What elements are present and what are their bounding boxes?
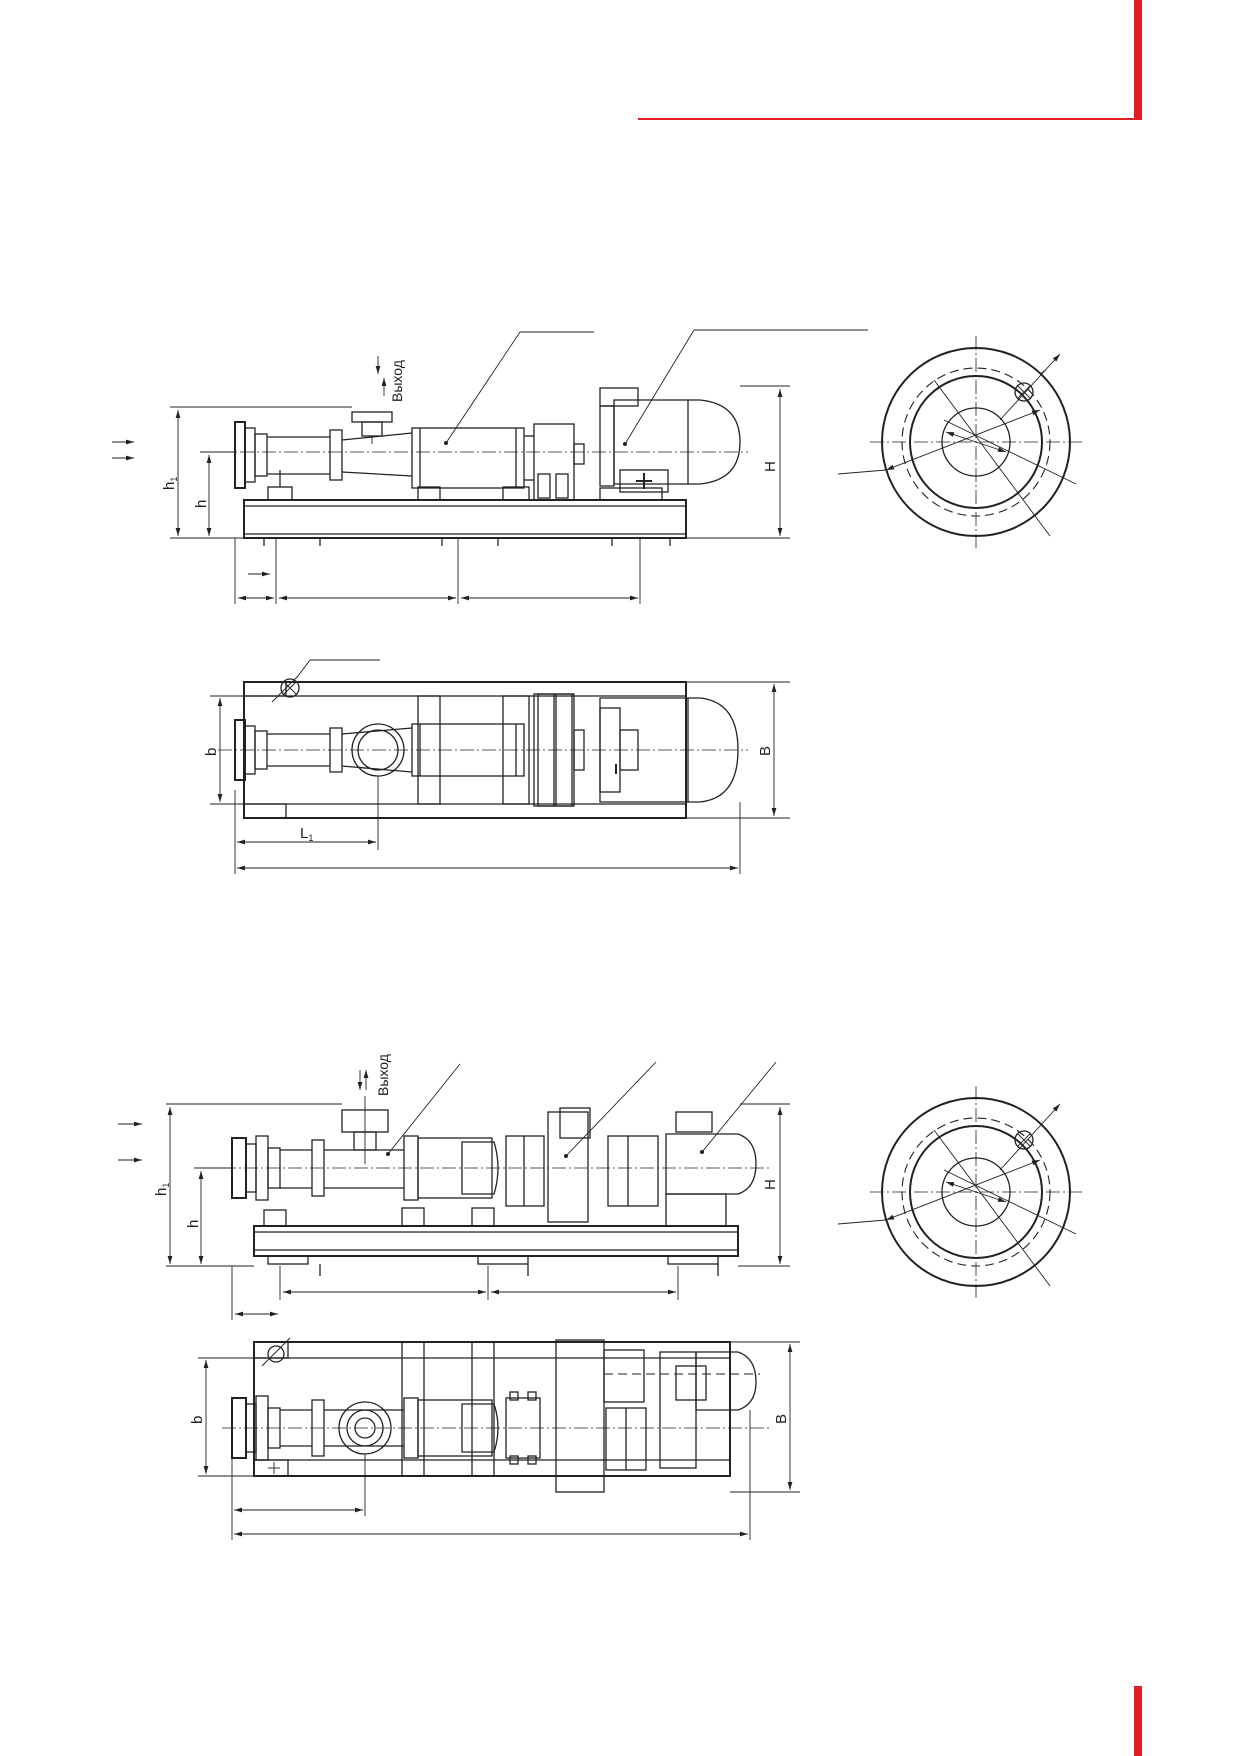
- dim-H-label-2: H: [762, 1179, 779, 1190]
- motor-2: [665, 1133, 757, 1195]
- dim-H-label-1: H: [762, 461, 779, 472]
- dim-L1-label-1: L1: [300, 825, 313, 843]
- accent-bar-bottom: [1134, 1686, 1142, 1756]
- anchor-bolt: [280, 678, 300, 698]
- dim-b-label-2: b: [189, 1416, 206, 1424]
- flange-detail-1: [837, 336, 1082, 548]
- motor-terminal-box: [599, 387, 639, 407]
- dim-h-label-1: h: [193, 500, 210, 508]
- coupling-guard-2: [547, 1111, 589, 1223]
- bolt-hole-2: [1014, 1130, 1034, 1150]
- anchor-bolt-2: [267, 1345, 285, 1363]
- pump-unit-2-side-view: [118, 1061, 790, 1320]
- accent-bar-top: [1134, 0, 1142, 120]
- accent-rule-top: [638, 118, 1142, 120]
- dim-h1-label-1: h1: [161, 477, 179, 490]
- dim-B-label-2: B: [773, 1414, 790, 1424]
- outlet-label-1: Выход: [389, 360, 405, 402]
- pump-unit-1-plan-view: [210, 659, 790, 874]
- base-frame-2: [253, 1225, 739, 1257]
- base-frame: [243, 499, 687, 539]
- flange-detail-2: [837, 1086, 1082, 1298]
- dim-h-label-2: h: [185, 1220, 202, 1228]
- stator-housing: [411, 427, 525, 489]
- bolt-hole: [1014, 382, 1034, 402]
- dim-B-label-1: B: [757, 746, 774, 756]
- coupling-guard-plan-2: [555, 1339, 605, 1493]
- dim-b-label-1: b: [203, 748, 220, 756]
- inlet-flange: [234, 421, 246, 489]
- motor: [613, 399, 741, 485]
- outlet-label-2: Выход: [375, 1054, 391, 1096]
- pump-unit-2-plan-view: [198, 1337, 800, 1540]
- pump-unit-1-side-view: [112, 329, 868, 604]
- motor-plan-2: [695, 1351, 757, 1411]
- dim-h1-label-2: h1: [153, 1183, 171, 1196]
